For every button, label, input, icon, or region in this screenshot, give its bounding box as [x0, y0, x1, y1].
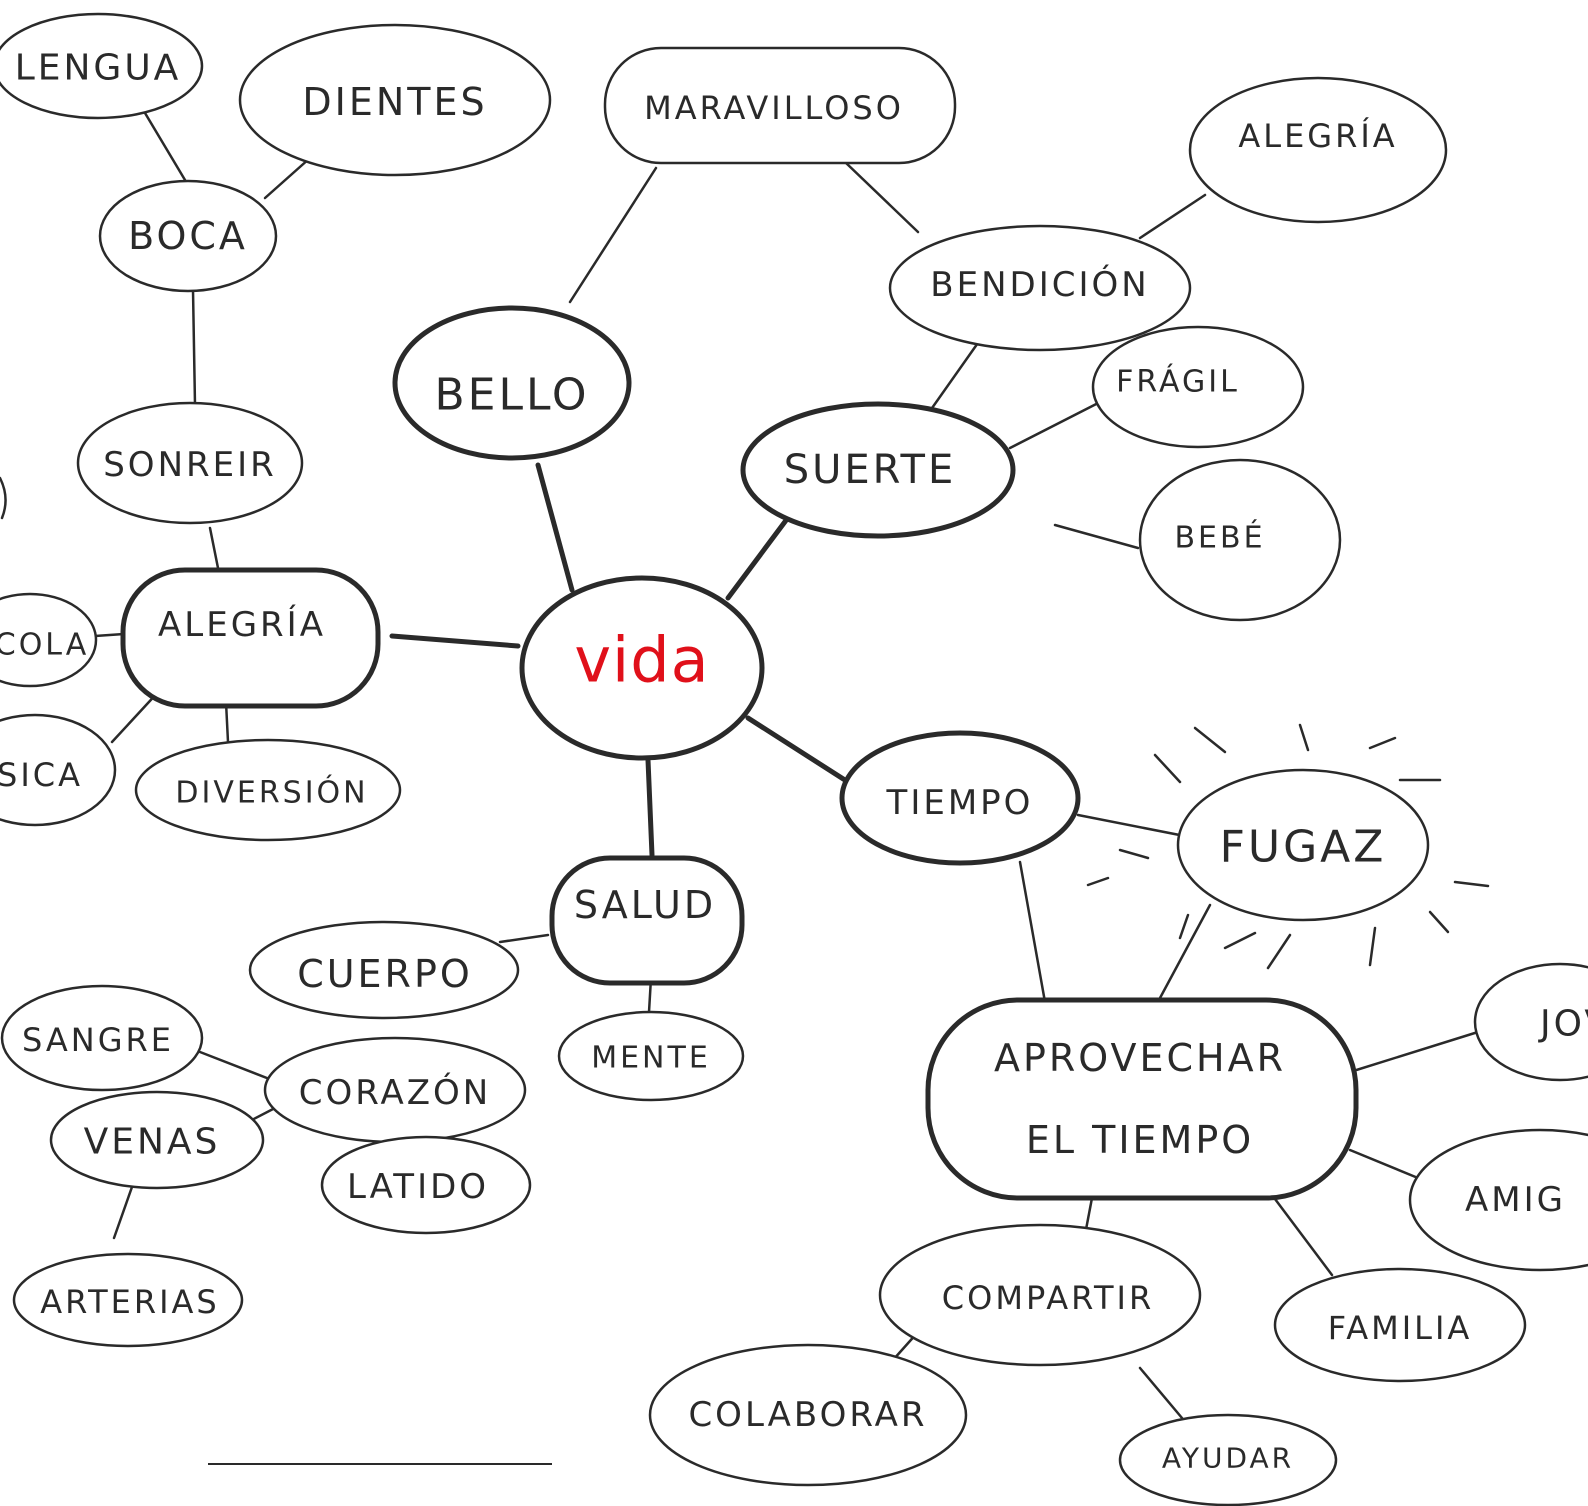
node-sangre: SANGRE [0, 984, 204, 1092]
edge-vida-alegria [389, 633, 521, 649]
node-mente: MENTE [557, 1010, 745, 1102]
node-fragil: FRÁGIL [1091, 325, 1305, 449]
edge-tiempo-aprovechar [1018, 860, 1047, 1004]
node-colaborar: COLABORAR [648, 1343, 968, 1487]
node-cola-label: COLA [0, 628, 89, 663]
edge-bello-maravilloso [568, 166, 658, 304]
node-cola: COLA [0, 592, 98, 688]
node-sonreir: SONREIR [76, 401, 304, 525]
node-fragil-label: FRÁGIL [1116, 364, 1240, 400]
node-colaborar-label: COLABORAR [688, 1395, 927, 1435]
node-lengua: LENGUA [0, 12, 204, 120]
node-lengua-label: LENGUA [15, 48, 182, 89]
node-cuerpo: CUERPO [248, 920, 520, 1020]
edge-compartir-ayudar [1138, 1366, 1184, 1420]
node-dientes-label: DIENTES [302, 80, 487, 124]
node-alegria-left-label: ALEGRÍA [158, 604, 326, 645]
node-ayudar: AYUDAR [1118, 1413, 1338, 1506]
edge-salud-cuerpo [498, 933, 550, 944]
node-corazon: CORAZÓN [263, 1036, 527, 1144]
node-latido: LATIDO [320, 1135, 532, 1235]
node-familia: FAMILIA [1273, 1267, 1527, 1383]
edge-vida-bello [535, 462, 575, 593]
node-fugaz-label: FUGAZ [1220, 822, 1387, 873]
edge-bendicion-suerte [923, 338, 982, 420]
node-alegria-right-label: ALEGRÍA [1238, 117, 1397, 155]
node-sangre-label: SANGRE [22, 1021, 174, 1059]
node-alegria-right: ALEGRÍA [1188, 76, 1448, 224]
node-mente-label: MENTE [591, 1041, 711, 1076]
node-dientes: DIENTES [238, 23, 552, 177]
node-suerte: SUERTE [740, 401, 1016, 539]
node-bebe-label: BEBÉ [1174, 520, 1265, 556]
node-boca-label: BOCA [128, 214, 248, 258]
node-venas: VENAS [49, 1090, 265, 1190]
edge-maravilloso-bendicion [843, 160, 920, 234]
edge-cola-alegria [93, 632, 126, 638]
edge-dientes-boca [263, 156, 312, 200]
node-jov: JOV [1473, 962, 1588, 1082]
node-arterias-label: ARTERIAS [40, 1283, 219, 1321]
node-fugaz: FUGAZ [1176, 768, 1430, 922]
node-venas-label: VENAS [84, 1122, 221, 1163]
node-salud-label: SALUD [574, 883, 716, 927]
node-musica: SICA [0, 713, 117, 827]
edge-vida-salud [645, 757, 655, 858]
edge-vida-tiempo [745, 715, 851, 785]
edge-aprovechar-familia [1270, 1193, 1334, 1277]
node-arterias: ARTERIAS [12, 1252, 244, 1348]
offscreen-bubble-edge [0, 476, 7, 520]
edge-sonreir-alegria [208, 526, 220, 570]
edge-boca-sonreir [191, 288, 197, 407]
edge-suerte-bebe [1053, 523, 1140, 550]
edge-fugaz-aprovechar [1158, 903, 1212, 1000]
edge-sangre-corazon [198, 1050, 274, 1082]
node-aprovechar-label-line1: APROVECHAR [994, 1036, 1286, 1080]
node-bello: BELLO [392, 305, 632, 461]
node-maravilloso: MARAVILLOSO [603, 46, 957, 165]
edge-aprovechar-jov [1348, 1030, 1480, 1074]
node-aprovechar: APROVECHAR EL TIEMPO [925, 997, 1359, 1201]
node-diversion-label: DIVERSIÓN [175, 774, 368, 811]
node-diversion: DIVERSIÓN [134, 738, 402, 842]
node-musica-label: SICA [0, 756, 83, 794]
node-amig-label: AMIG [1465, 1180, 1566, 1220]
node-jov-label: JOV [1538, 1004, 1588, 1045]
node-maravilloso-label: MARAVILLOSO [644, 89, 904, 127]
center-vida-label: vida [574, 624, 709, 697]
node-bebe: BEBÉ [1138, 458, 1342, 622]
node-center-vida: vida [519, 575, 765, 761]
node-suerte-label: SUERTE [784, 447, 957, 493]
node-aprovechar-label-line2: EL TIEMPO [1026, 1118, 1254, 1162]
connector-lines [93, 111, 1480, 1420]
fugaz-sun-rays [1086, 723, 1490, 970]
node-compartir: COMPARTIR [878, 1223, 1202, 1367]
node-salud: SALUD [549, 855, 745, 986]
node-boca: BOCA [98, 179, 278, 293]
node-latido-label: LATIDO [347, 1167, 489, 1207]
node-ayudar-label: AYUDAR [1162, 1442, 1294, 1475]
node-bendicion: BENDICIÓN [888, 224, 1192, 352]
edge-aprovechar-amig [1348, 1148, 1420, 1180]
node-tiempo-label: TIEMPO [886, 783, 1034, 823]
edge-vida-suerte [725, 512, 793, 601]
node-familia-label: FAMILIA [1328, 1309, 1473, 1347]
node-bello-label: BELLO [434, 370, 589, 421]
node-corazon-label: CORAZÓN [299, 1072, 492, 1113]
edge-bendicion-alegria [1138, 193, 1207, 240]
node-tiempo: TIEMPO [839, 730, 1081, 866]
node-compartir-label: COMPARTIR [942, 1279, 1154, 1317]
edge-diversion-alegria [224, 700, 230, 744]
node-alegria-left: ALEGRÍA [120, 567, 381, 709]
node-sonreir-label: SONREIR [103, 445, 277, 485]
edge-lengua-boca [143, 111, 187, 182]
edge-suerte-fragil [1008, 396, 1110, 450]
node-cuerpo-label: CUERPO [297, 952, 473, 996]
node-bendicion-label: BENDICIÓN [930, 264, 1149, 305]
node-amig: AMIG [1408, 1128, 1588, 1272]
